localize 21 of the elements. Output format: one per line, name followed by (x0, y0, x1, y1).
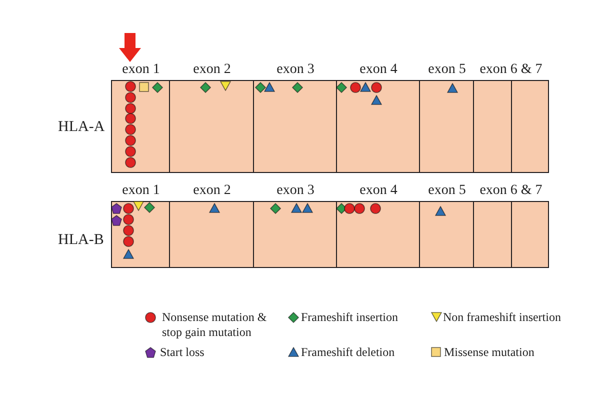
exon-label: exon 3 (276, 183, 314, 199)
gene-label: HLA-B (58, 231, 104, 249)
exon-label: exon 6 & 7 (480, 62, 542, 78)
legend-label: Frameshift insertion (301, 310, 398, 324)
legend-label: Frameshift deletion (301, 344, 395, 360)
exon-label: exon 5 (428, 183, 466, 199)
exon-label: exon 1 (122, 183, 160, 199)
legend-label: Nonsense mutation & stop gain mutation (162, 310, 268, 340)
exon-label: exon 6 & 7 (480, 183, 542, 199)
exon-label: exon 2 (193, 183, 231, 199)
exon-label: exon 3 (276, 62, 314, 78)
legend-label: Missense mutation (444, 344, 534, 360)
arrow (119, 33, 141, 62)
exon-label: exon 1 (122, 62, 160, 78)
exon-label: exon 5 (428, 62, 466, 78)
exon-label: exon 2 (193, 62, 231, 78)
gene-label: HLA-A (58, 118, 105, 136)
legend-label: Non frameshift insertion (443, 310, 561, 324)
legend-label: Start loss (160, 344, 204, 360)
exon-label: exon 4 (360, 183, 398, 199)
exon-label: exon 4 (360, 62, 398, 78)
